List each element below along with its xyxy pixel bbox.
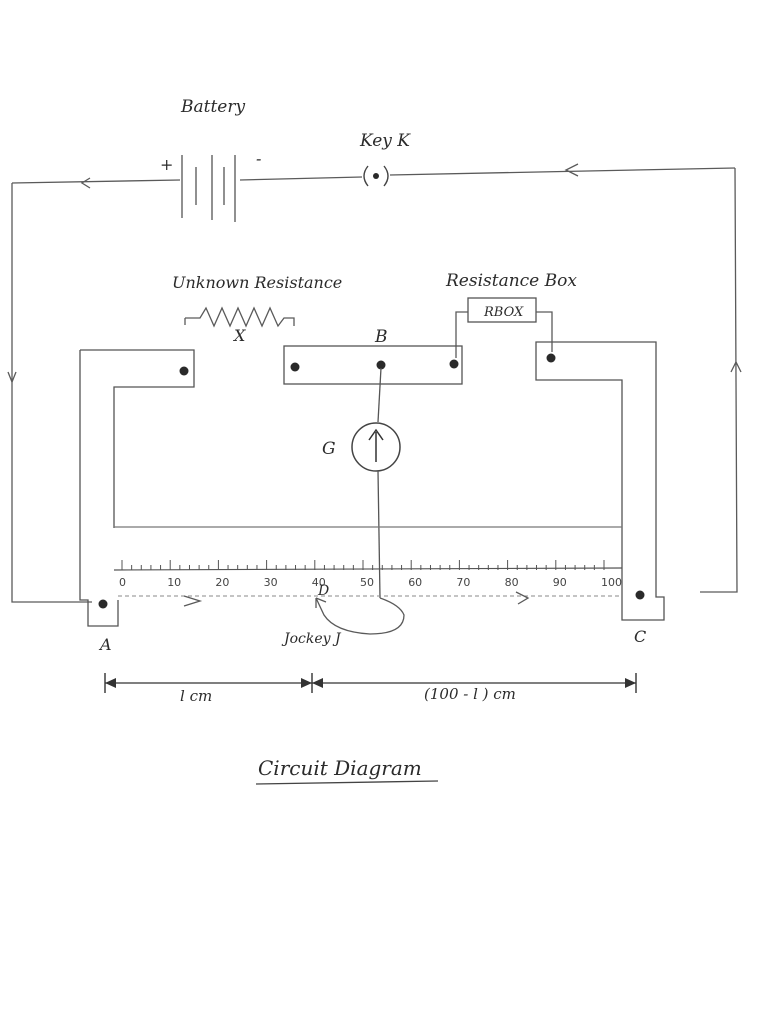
l-cm-label: l cm: [180, 687, 212, 705]
wire-left-top: [11, 179, 181, 184]
dim-arrow-d-left-icon: [301, 678, 312, 688]
terminal-middle-right: [449, 359, 459, 369]
scale-tick-label: 60: [408, 576, 422, 589]
jockey: D Jockey J: [281, 583, 405, 647]
arrow-left-down-icon: [7, 371, 17, 384]
resistance-box-label: Resistance Box: [445, 271, 577, 291]
scale-tick-label: 0: [119, 576, 126, 589]
left-l-strip: [79, 349, 195, 627]
terminal-c: [635, 590, 645, 600]
arrow-bridge-left-icon: [183, 595, 203, 607]
resistor-zigzag-icon: [184, 306, 295, 328]
wire-left-vertical: [11, 183, 92, 603]
right-l-strip: [535, 341, 665, 621]
c-label: C: [634, 627, 646, 646]
scale-tick-label: 40: [312, 576, 326, 589]
scale-tick-label: 90: [553, 576, 567, 589]
wire-to-rbox-left: [455, 311, 468, 358]
arrow-bridge-right-icon: [515, 591, 530, 605]
arrow-top-right-icon: [564, 163, 579, 177]
dim-arrow-d-right-icon: [312, 678, 323, 688]
d-label: D: [317, 583, 329, 599]
diagram-title: Circuit Diagram: [255, 756, 439, 785]
galvanometer-circle: [351, 422, 401, 472]
galvanometer-wire: [377, 470, 381, 599]
terminal-a: [98, 599, 108, 609]
hundred-minus-l-label: (100 - l ) cm: [424, 685, 516, 703]
battery-minus-label: -: [256, 149, 261, 168]
meter-scale: 0 10 20 30 40 50 60 70 80 90 100: [113, 526, 623, 607]
terminal-left: [179, 366, 189, 376]
wire-key-right: [389, 167, 736, 176]
terminal-middle-left: [290, 362, 300, 372]
length-dimensions: l cm (100 - l ) cm: [104, 673, 637, 705]
outer-circuit-wires: [7, 163, 742, 603]
wire-to-rbox-right: [536, 311, 553, 352]
dim-arrow-c-icon: [625, 678, 636, 688]
scale-tick-label: 80: [505, 576, 519, 589]
a-label: A: [98, 635, 112, 654]
terminal-b: [376, 360, 386, 370]
arrow-top-left-icon: [80, 177, 91, 189]
key-symbol: Key K: [359, 131, 411, 187]
metal-strips: B A C: [79, 327, 665, 654]
battery-label: Battery: [180, 97, 245, 117]
middle-strip: [283, 345, 463, 385]
dim-arrow-a-icon: [105, 678, 116, 688]
key-label: Key K: [359, 131, 411, 151]
scale-tick-label: 100: [601, 576, 622, 589]
x-label: X: [232, 326, 246, 345]
arrow-right-up-icon: [730, 360, 742, 373]
scale-tick-label: 70: [456, 576, 470, 589]
g-label: G: [322, 439, 336, 459]
wire-battery-key: [239, 176, 363, 181]
title-underline: [255, 780, 439, 785]
key-dot-icon: [373, 173, 379, 179]
unknown-resistance-label: Unknown Resistance: [172, 273, 342, 292]
rbox-rectangle: [467, 297, 537, 323]
battery-plus-label: +: [160, 155, 173, 174]
scale-tick-label: 10: [167, 576, 181, 589]
terminal-right: [546, 353, 556, 363]
b-label: B: [374, 327, 388, 347]
scale-tick-label: 20: [215, 576, 229, 589]
scale-tick-label: 30: [264, 576, 278, 589]
jockey-loop: [315, 597, 405, 635]
rbox-label: RBOX: [483, 305, 524, 320]
galvanometer-arrow-icon: [368, 428, 384, 462]
battery-symbol: Battery + -: [160, 97, 261, 222]
title-label: Circuit Diagram: [258, 756, 422, 780]
scale-tick-label: 50: [360, 576, 374, 589]
scale-tick-labels: 0 10 20 30 40 50 60 70 80 90 100: [119, 576, 622, 589]
scale-ticks: [121, 560, 605, 570]
resistance-box: Resistance Box RBOX: [445, 271, 577, 358]
wire-right-vertical: [700, 167, 738, 593]
unknown-resistance: Unknown Resistance X: [172, 273, 342, 345]
jockey-label: Jockey J: [281, 631, 342, 647]
galvanometer: G: [322, 367, 401, 599]
